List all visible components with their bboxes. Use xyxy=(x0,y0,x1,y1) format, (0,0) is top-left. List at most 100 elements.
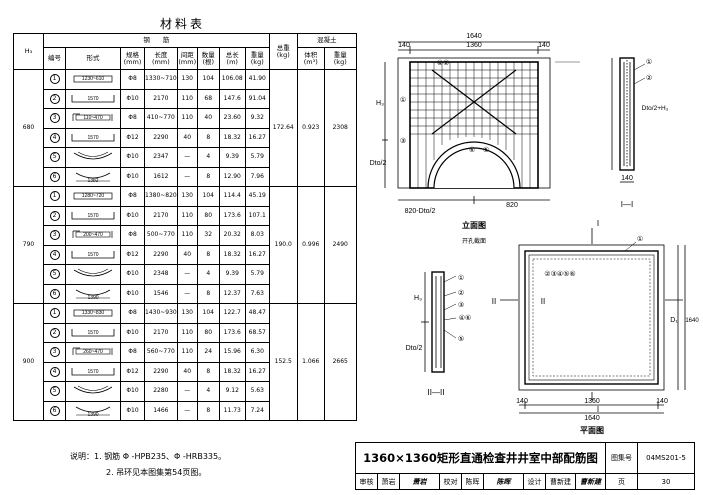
svg-text:1330~830: 1330~830 xyxy=(82,310,105,316)
elev-dim-top-mid: 1360 xyxy=(466,42,482,49)
sec2-dim-h: H₃ xyxy=(414,295,422,302)
col-count: 数量 (根) xyxy=(196,47,220,70)
note-2: 2. 吊环见本图集第54页图。 xyxy=(106,468,207,477)
bar-number: 6 xyxy=(43,166,66,187)
page-number: 30 xyxy=(661,478,671,486)
svg-text:1390: 1390 xyxy=(87,295,98,300)
reviewer-name: 萧岩 xyxy=(378,474,400,490)
atlas-number: 04MS201-5 xyxy=(638,443,694,474)
svg-text:1570: 1570 xyxy=(87,213,98,219)
h3-value: 680 xyxy=(13,69,44,187)
sec1-dim-h: Dto/2+H₃ xyxy=(642,105,669,112)
plan-view xyxy=(500,228,686,414)
elev-label-42: ④② xyxy=(437,59,450,67)
col-no: 编号 xyxy=(43,47,66,70)
elev-label-6: ⑥ xyxy=(469,146,475,154)
elevation-title: 立面图 xyxy=(462,220,486,230)
checker-signature: 陈晖 xyxy=(484,474,524,490)
cell-weight: 5.79 xyxy=(244,147,270,168)
svg-text:200~470: 200~470 xyxy=(83,232,103,238)
svg-text:110~470: 110~470 xyxy=(83,115,102,121)
designer-name: 曹新建 xyxy=(546,474,576,490)
elev-label-3: ③ xyxy=(400,137,406,145)
elev-dim-bottom-left: 820-Dto/2 xyxy=(405,208,436,215)
plan-dim-total: 1640 xyxy=(584,415,600,422)
atlas-label: 图集号 xyxy=(606,443,638,474)
plan-cut-i-top: I xyxy=(597,219,599,228)
review-label: 审核 xyxy=(356,474,378,490)
svg-text:260~470: 260~470 xyxy=(83,349,103,355)
section-1-title: I—I xyxy=(621,200,633,209)
elev-dim-d: Dto/2 xyxy=(370,160,387,167)
bar-shape: 260~470 xyxy=(65,342,121,363)
signature-row: 审核 萧岩 萧岩 校对 陈晖 陈晖 设计 曹新建 曹新建 页 30 xyxy=(356,474,694,490)
elev-label-5: ⑤ xyxy=(483,146,489,154)
section-1-view xyxy=(611,57,646,183)
bar-shape xyxy=(65,264,121,285)
plan-cut-ii-left: II xyxy=(492,297,496,306)
reviewer-signature: 萧岩 xyxy=(400,474,440,490)
plan-label-23456: ②③④⑤⑥ xyxy=(544,270,575,278)
h3-value: 790 xyxy=(13,186,44,304)
elev-dim-right: 140 xyxy=(538,42,550,49)
group-volume: 1.066 xyxy=(296,303,325,421)
plan-dim-mid: 1360 xyxy=(584,398,600,405)
elev-dim-h3: H₃ xyxy=(376,100,384,107)
svg-text:1570: 1570 xyxy=(87,369,98,375)
checker-name: 陈晖 xyxy=(462,474,484,490)
svg-text:1570: 1570 xyxy=(87,330,98,336)
sec2-label-46: ④⑥ xyxy=(459,314,472,322)
material-table-title: 材料表 xyxy=(160,17,206,31)
group-total-weight: 190.0 xyxy=(268,186,298,304)
elevation-subtitle: 开孔截面 xyxy=(462,237,486,245)
plan-cut-ii-right: II xyxy=(541,297,545,306)
cell-weight: 7.24 xyxy=(244,400,270,421)
cell-weight: 7.96 xyxy=(244,166,270,187)
cell-spec: Φ10 xyxy=(120,147,145,168)
cell-spec: Φ10 xyxy=(120,400,145,421)
note-1: 说明：1. 钢筋 Φ -HPB235、Φ -HRB335。 xyxy=(70,452,227,461)
cell-weight: 16.27 xyxy=(244,361,270,382)
svg-text:1390: 1390 xyxy=(87,412,98,417)
group-total-weight: 152.5 xyxy=(268,303,298,421)
svg-text:1570: 1570 xyxy=(87,135,98,141)
page-label: 页 xyxy=(606,474,638,490)
plan-dim-right: 140 xyxy=(656,398,668,405)
cell-spec: Φ8 xyxy=(120,225,145,246)
plan-dim-d1: D₁ xyxy=(670,317,678,324)
cell-weight: 6.30 xyxy=(244,342,270,363)
section-2-title: II—II xyxy=(428,388,445,397)
elev-dim-left: 140 xyxy=(398,42,410,49)
elev-dim-bottom-right: 820 xyxy=(506,202,518,209)
plan-title: 平面图 xyxy=(580,426,604,435)
notes: 说明：1. 钢筋 Φ -HPB235、Φ -HRB335。 2. 吊环见本图集第… xyxy=(70,449,226,481)
plan-dim-left: 140 xyxy=(516,398,528,405)
cell-spec: Φ10 xyxy=(120,264,145,285)
sec2-label-1: ① xyxy=(458,274,464,282)
bar-number: 2 xyxy=(43,205,66,226)
col-weight: 重量 (kg) xyxy=(244,47,270,70)
plan-dim-right-total: 1640 xyxy=(685,318,699,324)
designer-signature: 曹新建 xyxy=(576,474,606,490)
svg-text:1570: 1570 xyxy=(87,252,98,258)
col-spec: 规格 (mm) xyxy=(120,47,145,70)
svg-text:1382: 1382 xyxy=(87,178,98,183)
design-label: 设计 xyxy=(524,474,546,490)
